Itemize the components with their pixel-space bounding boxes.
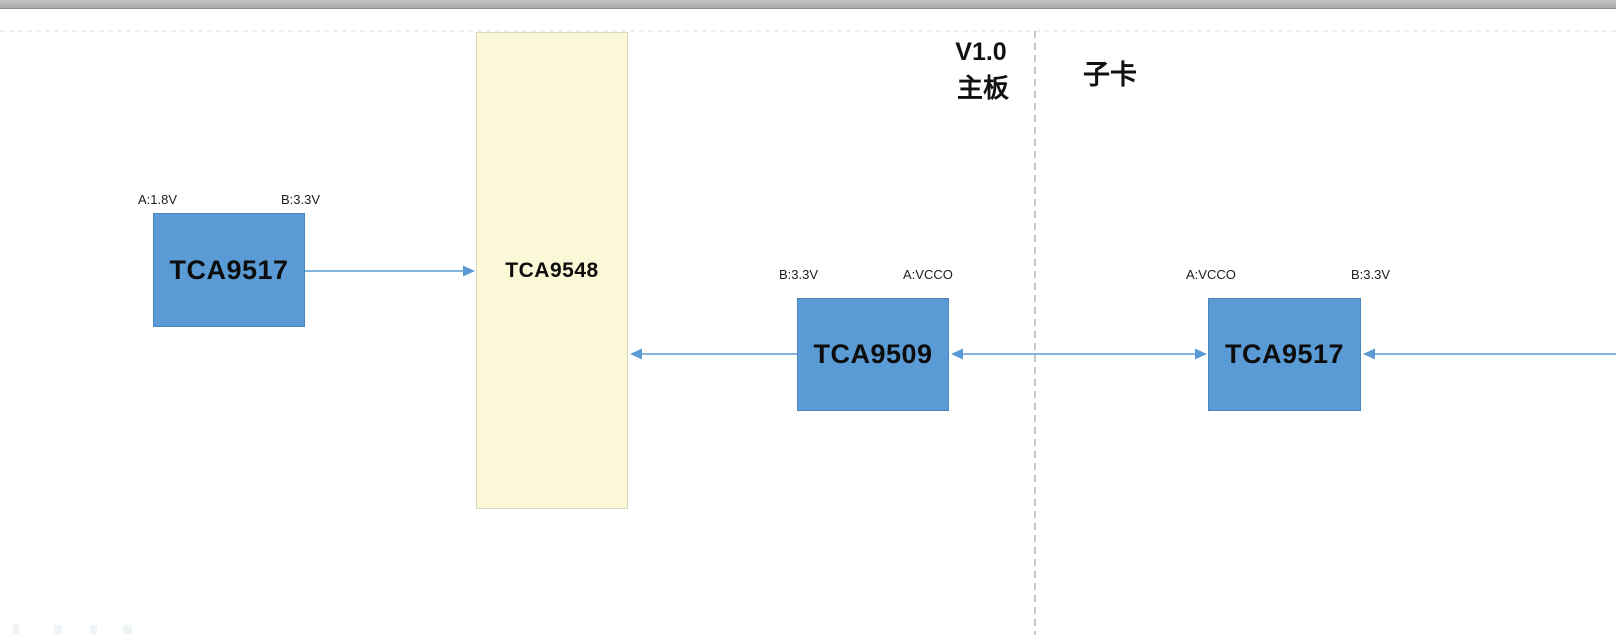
window-chrome-bar [0,0,1616,9]
arrowhead-left-icon [1363,348,1375,360]
arrow-tca9509-to-right-tca9517[interactable] [951,348,1207,360]
cropped-content-artifact [90,625,97,634]
arrowhead-left-icon [630,348,642,360]
arrowhead-right-icon [1195,348,1207,360]
pin-label-tca9509-b[interactable]: B:3.3V [779,267,819,282]
pin-label-right9517-b[interactable]: B:3.3V [1351,267,1391,282]
pin-label-left9517-a[interactable]: A:1.8V [138,192,178,207]
version-label[interactable]: V1.0 [955,38,1007,66]
pin-label-left9517-b[interactable]: B:3.3V [281,192,321,207]
shape-tca9509[interactable]: TCA9509 [797,298,949,411]
cropped-content-artifact [13,625,19,634]
motherboard-label[interactable]: 主板 [956,73,1009,103]
daughter-card-label[interactable]: 子卡 [1083,60,1137,90]
pin-label-right9517-a[interactable]: A:VCCO [1186,267,1236,282]
shape-tca9548[interactable]: TCA9548 [476,32,628,509]
shape-label: TCA9517 [169,254,289,285]
shape-right-tca9517[interactable]: TCA9517 [1208,298,1361,411]
arrowhead-right-icon [463,265,475,277]
shape-label: TCA9548 [505,258,599,282]
arrow-offscreen-to-right-tca9517[interactable] [1363,348,1616,360]
shape-label: TCA9509 [813,339,933,369]
cropped-content-artifact [123,625,132,634]
shape-label: TCA9517 [1224,339,1345,369]
arrowhead-left-icon [951,348,963,360]
arrow-tca9517-to-tca9548[interactable] [305,265,475,277]
cropped-content-artifact [54,625,62,634]
pin-label-tca9509-a[interactable]: A:VCCO [903,267,953,282]
shape-left-tca9517[interactable]: TCA9517 [153,213,305,327]
arrow-tca9509-to-tca9548[interactable] [630,348,797,360]
